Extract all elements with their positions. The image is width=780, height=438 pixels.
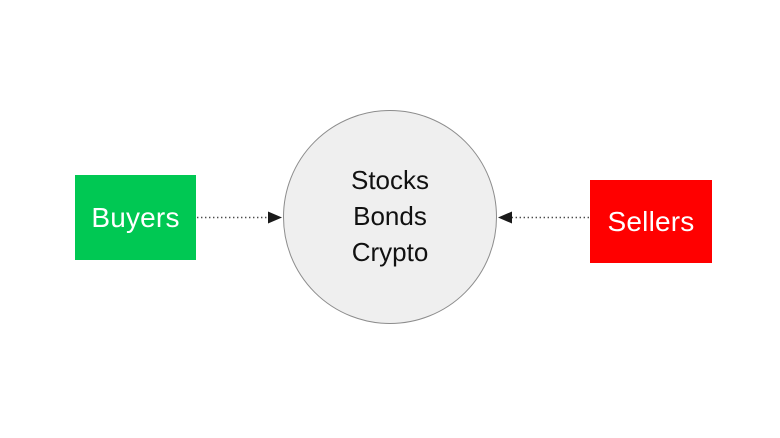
market-asset-bonds: Bonds (353, 201, 427, 232)
arrow-head-into-market-left (268, 211, 282, 224)
node-buyers-label: Buyers (91, 201, 180, 233)
arrow-head-into-market-right (498, 211, 512, 224)
node-market[interactable]: Stocks Bonds Crypto (283, 110, 497, 324)
connector-sellers-to-market (498, 211, 589, 224)
node-buyers[interactable]: Buyers (75, 175, 196, 260)
market-asset-stocks: Stocks (350, 165, 430, 196)
node-sellers[interactable]: Sellers (590, 180, 712, 263)
market-asset-crypto: Crypto (351, 236, 429, 267)
connector-buyers-to-market (197, 211, 282, 224)
node-sellers-label: Sellers (607, 205, 695, 237)
